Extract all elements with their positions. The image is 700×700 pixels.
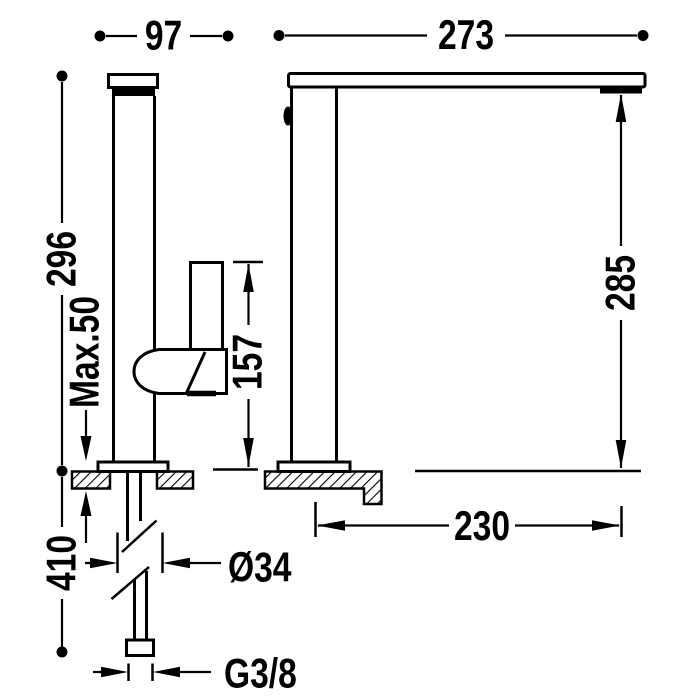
dim-diameter-34: [85, 532, 221, 573]
dim-max50: [80, 410, 92, 543]
faucet-side-view: [96, 73, 228, 657]
dim-273-label: 273: [438, 12, 494, 58]
dim-296-label: 296: [39, 231, 85, 287]
dim-97: [94, 30, 234, 42]
dim-157-label: 157: [225, 334, 271, 390]
handle-lever: [189, 261, 224, 352]
hose-connector: [125, 638, 155, 657]
faucet-front-view: [276, 72, 647, 473]
dim-thread-g38: [93, 663, 211, 681]
countertop-hatch-left-a: [70, 470, 112, 490]
flex-hose-lower: [133, 571, 148, 640]
pipe-break-lines: [110, 519, 158, 600]
mixer-cartridge-body: [132, 348, 228, 395]
base-plate-side: [96, 460, 170, 473]
dim-410-label: 410: [39, 535, 85, 591]
dimension-labels: 97 273 296 Max.50 157 285 410 230 Ø34 G3…: [39, 12, 644, 697]
label-backings: [47, 223, 636, 599]
body-column-side: [112, 96, 156, 462]
body-column-front: [290, 87, 338, 462]
spout-cap-side: [107, 73, 159, 89]
dim-273: [273, 30, 649, 41]
dim-diameter-label: Ø34: [228, 545, 291, 591]
supply-shank-upper: [126, 471, 142, 541]
mounting-surfaces: [70, 469, 641, 506]
dim-285-label: 285: [598, 255, 644, 311]
cartridge-detail-line: [185, 351, 207, 394]
base-plate-front: [276, 460, 352, 473]
spout-underside-band: [112, 87, 155, 96]
spout-front: [287, 72, 647, 89]
countertop-hatch-right: [263, 470, 383, 506]
dim-max50-label: Max.50: [62, 296, 108, 408]
aerator-outlet: [600, 87, 642, 94]
dim-thread-label: G3/8: [224, 651, 297, 697]
countertop-hatch-left-b: [155, 470, 195, 490]
dim-97-label: 97: [145, 13, 182, 59]
dim-230-label: 230: [454, 503, 510, 549]
